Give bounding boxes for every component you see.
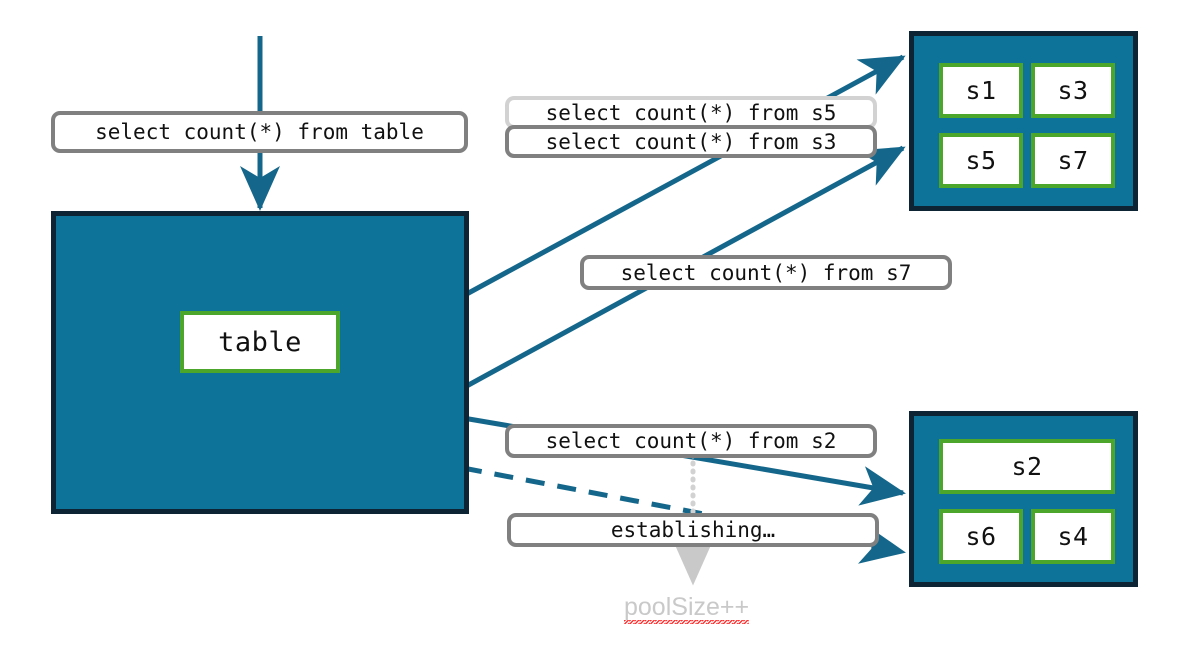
lower-server-pool[interactable]: s2 s6 s4 — [909, 411, 1138, 587]
server-s5[interactable]: s5 — [939, 133, 1023, 188]
server-s2[interactable]: s2 — [939, 439, 1115, 494]
status-label-establishing[interactable]: establishing… — [507, 513, 879, 547]
query-label-s2[interactable]: select count(*) from s2 — [505, 424, 877, 458]
poolsize-annotation-text: poolSize++ — [624, 593, 750, 624]
query-label-root[interactable]: select count(*) from table — [51, 111, 468, 153]
server-s4[interactable]: s4 — [1031, 509, 1115, 564]
query-label-s7[interactable]: select count(*) from s7 — [580, 255, 952, 290]
upper-server-pool[interactable]: s1 s3 s5 s7 — [909, 31, 1138, 211]
edge-table-to-lower-dashed — [462, 465, 906, 564]
poolsize-annotation: poolSize++ — [624, 593, 750, 624]
query-label-s3[interactable]: select count(*) from s3 — [505, 125, 877, 158]
table-node-label: table — [180, 311, 340, 373]
server-s3[interactable]: s3 — [1031, 63, 1115, 118]
server-s7[interactable]: s7 — [1031, 133, 1115, 188]
server-s6[interactable]: s6 — [939, 509, 1023, 564]
server-s1[interactable]: s1 — [939, 63, 1023, 118]
